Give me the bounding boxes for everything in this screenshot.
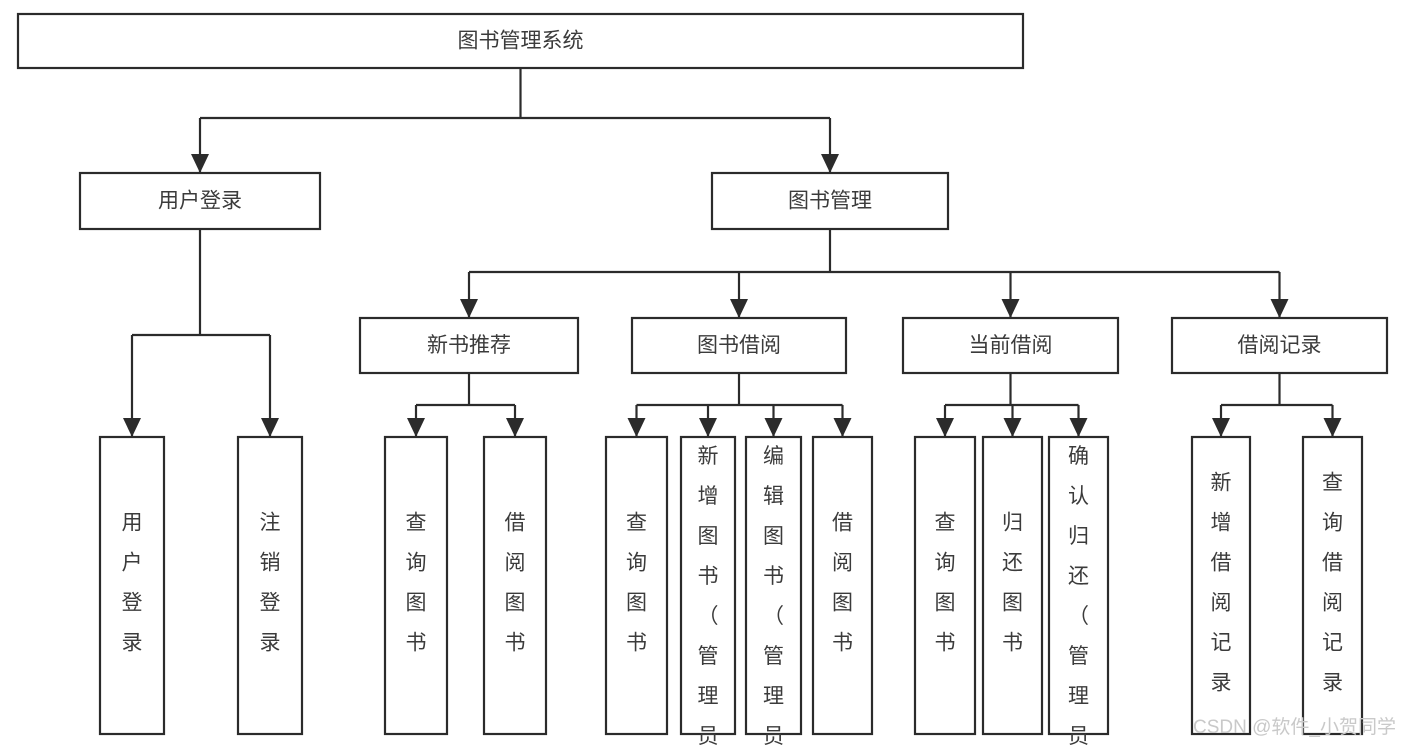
node-box-new-book-recommend [358,316,580,375]
node-label-user-login: 用户登录 [158,190,242,213]
node-boxes-layer: 图书管理系统用户登录图书管理新书推荐图书借阅当前借阅借阅记录用户登录注销登录查询… [16,12,1389,748]
node-leaf-user-login[interactable]: 用户登录 [98,435,166,736]
node-label-leaf-recommend-borrow-book: 借阅图书 [505,512,526,655]
node-current-borrow[interactable]: 当前借阅 [901,316,1120,375]
edge-current-borrow-arrow-1 [1003,418,1022,437]
edge-new-book-recommend-arrow-1 [506,418,524,437]
edge-bookmgmt-arrow-3 [1270,299,1289,318]
node-box-leaf-user-login [98,435,166,736]
edge-book-borrow-arrow-2 [764,418,783,437]
edge-current-borrow-arrow-2 [1069,418,1088,437]
node-user-login[interactable]: 用户登录 [78,171,322,231]
node-label-leaf-record-query: 查询借阅记录 [1322,472,1343,695]
edge-book-borrow-arrow-1 [699,418,717,437]
node-label-book-borrow: 图书借阅 [697,334,781,357]
node-leaf-user-logout[interactable]: 注销登录 [236,435,304,736]
node-label-new-book-recommend: 新书推荐 [427,334,511,357]
node-box-leaf-current-confirm-return [1047,435,1110,736]
node-leaf-borrow-query-book[interactable]: 查询图书 [604,435,669,736]
node-root[interactable]: 图书管理系统 [16,12,1025,70]
node-label-leaf-recommend-query-book: 查询图书 [406,512,427,655]
node-leaf-recommend-query-book[interactable]: 查询图书 [383,435,449,736]
node-leaf-borrow-borrow-book[interactable]: 借阅图书 [811,435,874,736]
node-label-leaf-borrow-borrow-book: 借阅图书 [832,512,853,655]
node-label-leaf-user-login: 用户登录 [122,512,143,655]
edge-bookmgmt-arrow-0 [460,299,478,318]
node-leaf-current-confirm-return[interactable]: 确认归还（管理员） [1047,435,1110,748]
node-label-leaf-borrow-query-book: 查询图书 [626,512,647,655]
node-box-leaf-record-add [1190,435,1252,736]
edge-bookmgmt-arrow-2 [1001,299,1020,318]
node-box-user-login [78,171,322,231]
node-leaf-record-add[interactable]: 新增借阅记录 [1190,435,1252,736]
edge-root-arrow-0 [191,154,209,173]
node-box-leaf-current-query-book [913,435,977,736]
node-box-leaf-record-query [1301,435,1364,736]
edge-userlogin-arrow-0 [123,418,141,437]
node-box-leaf-user-logout [236,435,304,736]
node-leaf-record-query[interactable]: 查询借阅记录 [1301,435,1364,736]
node-new-book-recommend[interactable]: 新书推荐 [358,316,580,375]
node-borrow-record[interactable]: 借阅记录 [1170,316,1389,375]
node-box-leaf-borrow-edit-book [744,435,803,736]
edge-root-arrow-1 [821,154,839,173]
connector-edges-layer [123,68,1342,437]
node-book-borrow[interactable]: 图书借阅 [630,316,848,375]
edge-borrow-record-arrow-1 [1323,418,1342,437]
node-label-leaf-record-add: 新增借阅记录 [1211,472,1232,695]
node-leaf-current-return-book[interactable]: 归还图书 [981,435,1044,736]
node-box-current-borrow [901,316,1120,375]
node-label-leaf-borrow-add-book: 新增图书（管理员） [698,445,719,747]
node-leaf-borrow-add-book[interactable]: 新增图书（管理员） [679,435,737,748]
node-leaf-current-query-book[interactable]: 查询图书 [913,435,977,736]
node-label-leaf-current-query-book: 查询图书 [935,512,956,655]
watermark-label: CSDN @软件_小贺同学 [1193,716,1396,738]
edge-book-borrow-arrow-0 [627,418,646,437]
edge-borrow-record-arrow-0 [1212,418,1230,437]
node-box-leaf-recommend-query-book [383,435,449,736]
node-book-management[interactable]: 图书管理 [710,171,950,231]
node-box-borrow-record [1170,316,1389,375]
node-box-book-borrow [630,316,848,375]
node-label-leaf-borrow-edit-book: 编辑图书（管理员） [763,445,784,747]
node-label-borrow-record: 借阅记录 [1238,334,1322,357]
node-box-leaf-borrow-borrow-book [811,435,874,736]
node-box-leaf-borrow-query-book [604,435,669,736]
node-label-book-management: 图书管理 [788,190,872,213]
node-label-current-borrow: 当前借阅 [969,334,1053,357]
edge-book-borrow-arrow-3 [833,418,852,437]
node-leaf-borrow-edit-book[interactable]: 编辑图书（管理员） [744,435,803,748]
node-box-leaf-recommend-borrow-book [482,435,548,736]
edge-userlogin-arrow-1 [261,418,279,437]
node-label-root: 图书管理系统 [458,30,584,53]
node-box-root [16,12,1025,70]
node-leaf-recommend-borrow-book[interactable]: 借阅图书 [482,435,548,736]
node-label-leaf-current-return-book: 归还图书 [1002,512,1023,655]
edge-current-borrow-arrow-0 [936,418,954,437]
edge-bookmgmt-arrow-1 [730,299,748,318]
node-box-leaf-current-return-book [981,435,1044,736]
node-label-leaf-current-confirm-return: 确认归还（管理员） [1068,445,1089,747]
node-label-leaf-user-logout: 注销登录 [260,512,281,655]
edge-new-book-recommend-arrow-0 [407,418,425,437]
node-box-book-management [710,171,950,231]
node-box-leaf-borrow-add-book [679,435,737,736]
